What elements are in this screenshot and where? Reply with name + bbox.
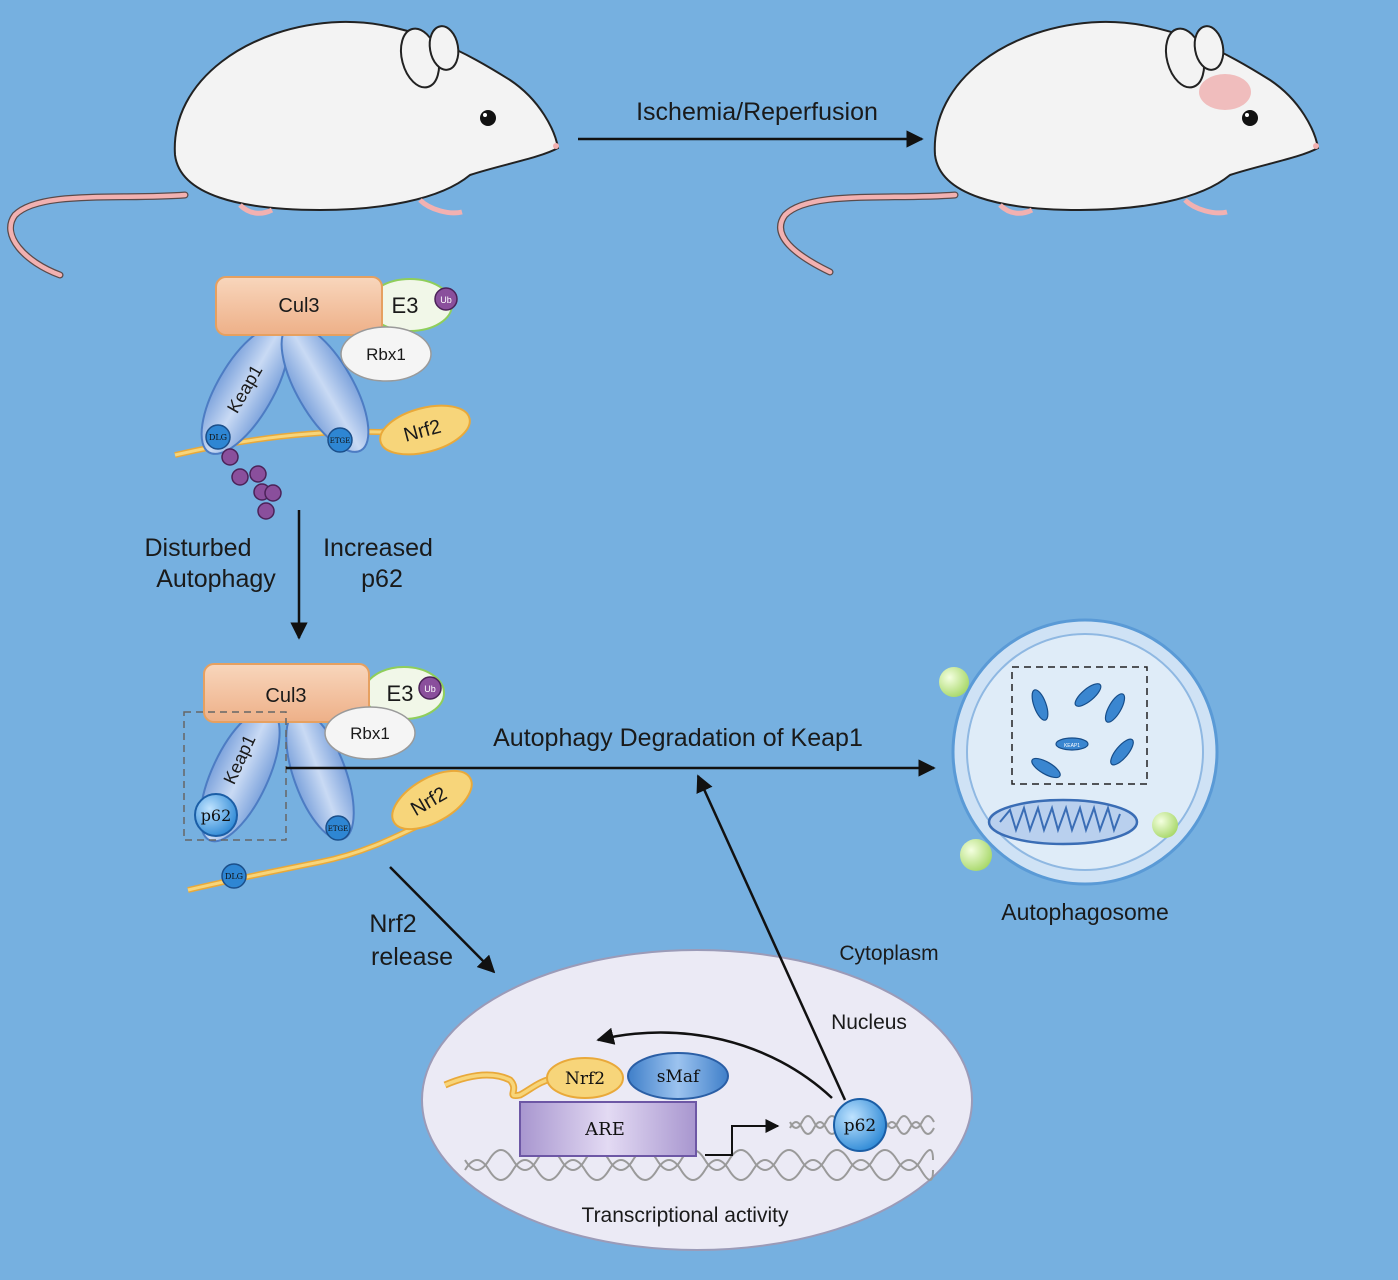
p62-to-nrf2-arrow — [596, 1027, 833, 1099]
nrf2-release-arrow — [389, 866, 496, 974]
keap1-complex-p62: Keap1 E3 Ub Cul3 Rbx1 p62 ETGE DLG Nrf2 — [183, 663, 473, 893]
nrf2-release-label-1: Nrf2 — [369, 910, 416, 938]
keap1-complex-normal: Keap1 E3 Ub Cul3 Rbx1 DLG ETGE Nrf2 — [174, 276, 471, 520]
etge-label-top: ETGE — [330, 437, 350, 445]
rbx1-label-bottom: Rbx1 — [350, 724, 390, 743]
autophagosome: KEAP1 — [939, 618, 1219, 886]
keap1-dashed-box — [183, 711, 287, 841]
ub-label-bottom: Ub — [424, 684, 436, 694]
nucleus: Nrf2 sMaf ARE p62 Transcriptional activi… — [421, 949, 973, 1251]
p62-label-complex: p62 — [201, 806, 232, 825]
increased-label: Increased — [323, 534, 433, 562]
dlg-label-top: DLG — [209, 433, 227, 442]
rbx1-label-top: Rbx1 — [366, 345, 406, 364]
autophagosome-label: Autophagosome — [1001, 899, 1169, 925]
dlg-label-bottom: DLG — [225, 872, 243, 881]
p62-label: p62 — [361, 565, 403, 593]
p62-feedback-arrow — [696, 774, 847, 1101]
ischemia-label: Ischemia/Reperfusion — [636, 98, 878, 126]
ubiquitin-chain — [221, 448, 282, 520]
etge-label-bottom: ETGE — [328, 825, 348, 833]
cytoplasm-label: Cytoplasm — [839, 942, 938, 965]
keap1-cargo-box — [1011, 666, 1148, 785]
are-label: ARE — [584, 1119, 625, 1140]
mitochondrion — [987, 798, 1139, 846]
nrf2-label-nucleus: Nrf2 — [565, 1069, 605, 1089]
smaf-label: sMaf — [657, 1067, 701, 1087]
disturbed-label: Disturbed — [145, 534, 252, 562]
e3-label-bottom: E3 — [387, 681, 414, 706]
mouse-ischemic — [777, 20, 1320, 276]
nrf2-release-label-2: release — [371, 943, 453, 971]
mouse-healthy — [7, 20, 560, 279]
p62-label-nucleus: p62 — [844, 1116, 877, 1136]
cul3-label-top: Cul3 — [278, 295, 319, 317]
degradation-label: Autophagy Degradation of Keap1 — [493, 724, 863, 752]
ub-label-top: Ub — [440, 295, 452, 305]
nucleus-label: Nucleus — [831, 1011, 907, 1034]
transcription-label: Transcriptional activity — [582, 1204, 789, 1227]
cargo-keap1-label: KEAP1 — [1064, 743, 1080, 749]
autophagy-label: Autophagy — [156, 565, 276, 593]
e3-label-top: E3 — [392, 293, 419, 318]
cul3-label-bottom: Cul3 — [265, 685, 306, 707]
brain-lesion — [1199, 74, 1251, 110]
